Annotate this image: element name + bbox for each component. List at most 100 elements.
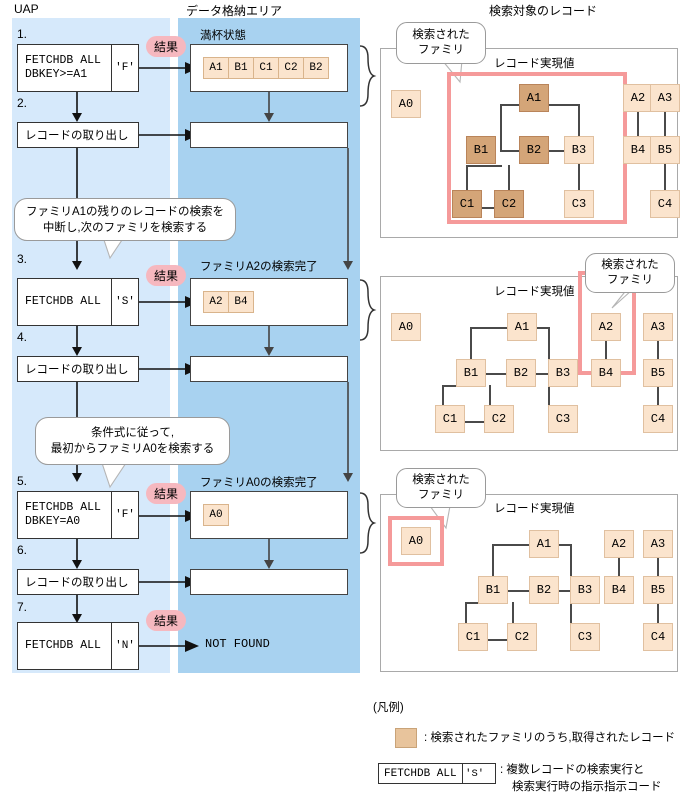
record-cell: C1 (253, 57, 279, 79)
storage-box-2 (190, 122, 348, 148)
command-code-5: 'F' (111, 492, 138, 538)
tree-node-b3: B3 (564, 136, 594, 164)
tree-edge (442, 385, 444, 414)
result-pill-5: 結果 (146, 483, 187, 504)
tree-edge (548, 382, 550, 414)
command-box-1[interactable]: FETCHDB ALL DBKEY>=A1 'F' (17, 44, 139, 92)
arrow-storage3-to-storage4 (264, 326, 274, 356)
tree-node-b5: B5 (643, 576, 673, 604)
command-code-3: 'S' (111, 279, 138, 325)
tree-node-b4: B4 (623, 136, 653, 164)
storage-box-6 (190, 569, 348, 595)
connector-storage2-to-storage3 (343, 148, 353, 270)
command-text-1: FETCHDB ALL DBKEY>=A1 (18, 45, 111, 91)
record-cell: A2 (203, 291, 229, 313)
tree-edge (512, 602, 514, 632)
command-box-7[interactable]: FETCHDB ALL 'N' (17, 622, 139, 670)
tree-edge (508, 165, 510, 198)
command-code-1: 'F' (111, 45, 138, 91)
tree-edge (548, 327, 550, 373)
tree-node-a0: A0 (401, 527, 431, 555)
action-box-6[interactable]: レコードの取り出し (17, 569, 139, 595)
arrow-storage5-to-storage6 (264, 539, 274, 569)
tree-edge (657, 327, 659, 373)
header-uap: UAP (14, 2, 39, 16)
record-row-3: A2 B4 (203, 291, 254, 313)
step-number-1: 1. (17, 27, 28, 41)
tree-callout-2-line1: 検索された (601, 259, 659, 271)
tree-edge (466, 165, 502, 167)
tree-node-c3: C3 (548, 405, 578, 433)
tree-label-1: レコード実現値 (494, 58, 575, 70)
tree-callout-3: 検索された ファミリ (396, 468, 486, 508)
record-cell: A1 (203, 57, 229, 79)
tree-node-a0: A0 (391, 90, 421, 118)
tree-node-c4: C4 (643, 623, 673, 651)
callout-2: 条件式に従って, 最初からファミリA0を検索する (35, 417, 230, 465)
tree-node-c1: C1 (458, 623, 488, 651)
tree-callout-3-line2: ファミリ (418, 489, 464, 501)
tree-node-a1: A1 (529, 530, 559, 558)
tree-node-b5: B5 (650, 136, 680, 164)
tree-edge (570, 544, 572, 590)
step-number-3: 3. (17, 252, 28, 266)
connector-storage4-to-storage5 (343, 382, 353, 482)
tree-edge (492, 544, 494, 590)
record-cell: A0 (203, 504, 229, 526)
callout-1: ファミリA1の残りのレコードの検索を 中断し,次のファミリを検索する (14, 198, 236, 241)
command-line-1a: FETCHDB ALL (25, 54, 101, 67)
action-box-2[interactable]: レコードの取り出し (17, 122, 139, 148)
result-pill-7: 結果 (146, 610, 187, 631)
tree-edge (466, 165, 468, 198)
tree-node-c1: C1 (435, 405, 465, 433)
tree-node-c2: C2 (494, 190, 524, 218)
record-row-5: A0 (203, 504, 229, 526)
callout-2-line1: 条件式に従って, (90, 427, 175, 439)
command-line-5a: FETCHDB ALL (25, 501, 101, 514)
tree-edge (479, 639, 514, 641)
command-line-5b: DBKEY=A0 (25, 515, 81, 528)
tree-node-b5: B5 (643, 359, 673, 387)
step-number-4: 4. (17, 330, 28, 344)
not-found-text: NOT FOUND (205, 637, 270, 651)
tree-callout-2-line2: ファミリ (607, 274, 653, 286)
tree-edge (500, 104, 502, 150)
arrow-step7-to-notfound (139, 640, 199, 652)
tree-node-b1: B1 (466, 136, 496, 164)
tree-edge (618, 544, 620, 590)
arrow-step6-to-step7 (72, 595, 82, 623)
record-row-1: A1 B1 C1 C2 B2 (203, 57, 329, 79)
tree-node-a3: A3 (643, 313, 673, 341)
tree-edge (605, 327, 607, 373)
tree-node-a1: A1 (519, 84, 549, 112)
arrow-step1-to-step2 (72, 92, 82, 122)
command-line-3a: FETCHDB ALL (25, 295, 101, 308)
tree-edge (657, 544, 659, 590)
tree-node-c2: C2 (484, 405, 514, 433)
tree-callout-2: 検索された ファミリ (585, 253, 675, 293)
record-cell: B4 (228, 291, 254, 313)
legend-command-description-line2: 検索実行時の指示指示コード (512, 781, 662, 793)
arrow-step5-to-step6 (72, 539, 82, 569)
tree-callout-1-line2: ファミリ (418, 44, 464, 56)
command-box-5[interactable]: FETCHDB ALL DBKEY=A0 'F' (17, 491, 139, 539)
tree-edge (657, 382, 659, 420)
tree-edge (456, 421, 491, 423)
storage-label-1: 満杯状態 (200, 30, 246, 42)
tree-node-b1: B1 (456, 359, 486, 387)
tree-node-a0: A0 (391, 313, 421, 341)
tree-node-a1: A1 (507, 313, 537, 341)
command-code-7: 'N' (111, 623, 138, 669)
tree-node-c3: C3 (564, 190, 594, 218)
command-box-3[interactable]: FETCHDB ALL 'S' (17, 278, 139, 326)
storage-label-5: ファミリA0の検索完了 (200, 477, 318, 489)
tree-edge (657, 600, 659, 638)
brace-1 (359, 45, 377, 107)
record-cell: B1 (228, 57, 254, 79)
tree-edge (664, 104, 666, 150)
tree-edge (570, 600, 572, 632)
action-box-4[interactable]: レコードの取り出し (17, 356, 139, 382)
tree-label-2: レコード実現値 (494, 286, 575, 298)
tree-node-c4: C4 (650, 190, 680, 218)
storage-label-3: ファミリA2の検索完了 (200, 261, 318, 273)
